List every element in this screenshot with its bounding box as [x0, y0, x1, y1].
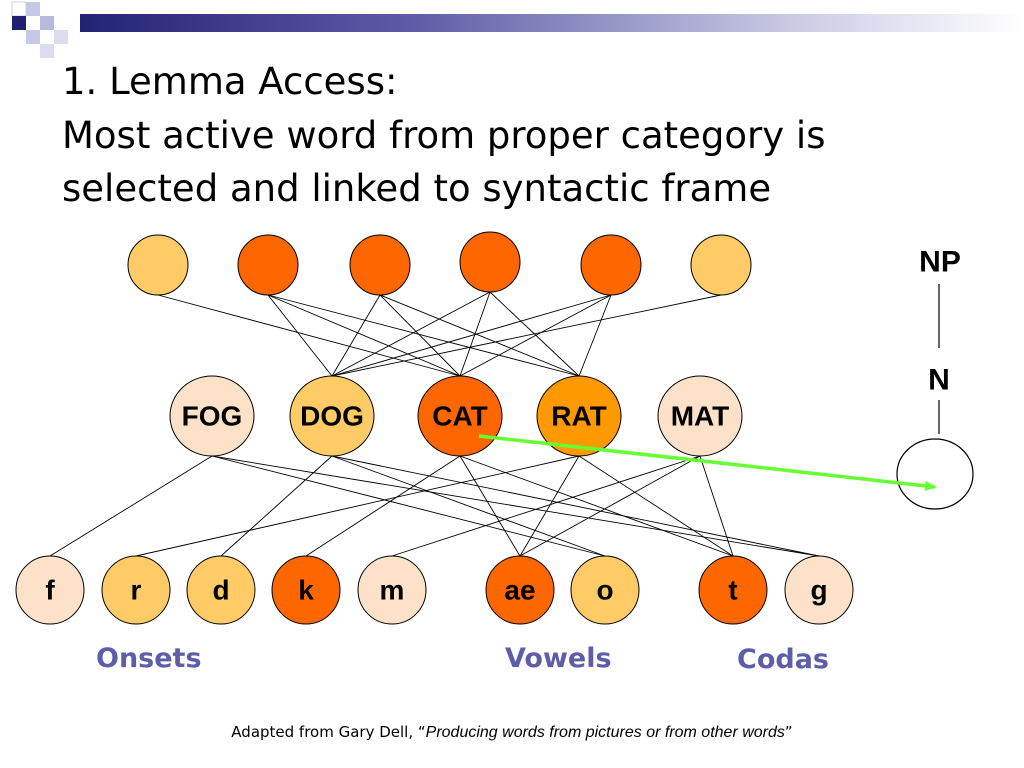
edge-layer: [49, 291, 820, 557]
phoneme-node-o: o: [570, 555, 640, 625]
phoneme-link-cat-k: [305, 455, 461, 557]
phoneme-label: r: [131, 575, 142, 606]
onsets-label: Onsets: [96, 643, 202, 674]
phoneme-label: g: [810, 575, 827, 606]
phoneme-label: f: [45, 575, 55, 606]
caption-prefix: Adapted from Gary Dell, “: [231, 723, 426, 741]
phoneme-label: t: [728, 575, 737, 606]
phoneme-link-cat-t: [459, 455, 734, 557]
word-label: FOG: [182, 401, 243, 432]
caption-source-title: Producing words from pictures or from ot…: [425, 724, 785, 741]
semantic-circle: [349, 234, 411, 296]
lexical-network-diagram: FOG DOG CAT RAT MAT f r d k m ae o t g NP N: [15, 231, 974, 625]
phoneme-node-r: r: [101, 555, 171, 625]
semantic-circle: [690, 234, 752, 296]
semantic-link-s2-dog: [267, 294, 333, 377]
phoneme-label: m: [380, 575, 405, 606]
source-caption: Adapted from Gary Dell, “Producing words…: [0, 723, 1024, 742]
slide-corner-decoration: [11, 1, 68, 58]
semantic-link-s4-dog: [331, 291, 491, 377]
phoneme-link-dog-d: [220, 455, 333, 557]
phoneme-link-mat-t: [699, 455, 734, 557]
word-circle: [657, 375, 743, 457]
phoneme-node-t: t: [698, 555, 768, 625]
semantic-link-s6-dog: [331, 294, 722, 377]
semantic-link-s1-cat: [157, 294, 461, 377]
slide-title-line-2: Most active word from proper category is: [62, 114, 826, 157]
phoneme-link-rat-r: [135, 455, 580, 557]
semantic-node-s1: [127, 234, 189, 296]
phoneme-link-fog-f: [49, 455, 213, 557]
phoneme-node-f: f: [15, 555, 85, 625]
phoneme-link-mat-ae: [519, 455, 701, 557]
phoneme-link-fog-o: [211, 455, 606, 557]
syntactic-frame: NP N: [896, 246, 974, 510]
phoneme-link-rat-ae: [519, 455, 580, 557]
word-node-rat: RAT: [536, 375, 622, 457]
phoneme-node-d: d: [186, 555, 256, 625]
phoneme-node-m: m: [357, 555, 427, 625]
semantic-link-s2-cat: [267, 294, 461, 377]
n-label: N: [928, 364, 950, 397]
slide-title-line-1: 1. Lemma Access:: [62, 60, 398, 103]
phoneme-circle: [698, 555, 768, 625]
semantic-circle: [127, 234, 189, 296]
phoneme-circle: [186, 555, 256, 625]
phoneme-circle: [485, 555, 555, 625]
word-circle: [169, 375, 255, 457]
title-gradient-bar: [80, 14, 1024, 32]
phoneme-circle: [15, 555, 85, 625]
semantic-link-s4-rat: [489, 291, 580, 377]
caption-suffix: ”: [784, 723, 793, 741]
phoneme-link-cat-ae: [459, 455, 521, 557]
selection-link-arrow: [478, 434, 937, 491]
semantic-node-s6: [690, 234, 752, 296]
word-label: MAT: [671, 401, 730, 432]
phoneme-circle: [101, 555, 171, 625]
word-node-fog: FOG: [169, 375, 255, 457]
np-label: NP: [919, 246, 961, 279]
word-node-cat: CAT: [417, 375, 503, 457]
phoneme-circle: [357, 555, 427, 625]
word-label: DOG: [300, 401, 364, 432]
semantic-link-s2-rat: [267, 294, 580, 377]
node-layer: FOG DOG CAT RAT MAT f r d k m ae o t g: [15, 231, 854, 625]
semantic-link-s5-dog: [331, 294, 612, 377]
word-circle: [536, 375, 622, 457]
word-label: CAT: [432, 401, 487, 432]
semantic-node-s5: [580, 234, 642, 296]
semantic-link-s3-dog: [331, 294, 381, 377]
phoneme-circle: [570, 555, 640, 625]
semantic-link-s3-rat: [379, 294, 580, 377]
word-node-mat: MAT: [657, 375, 743, 457]
phoneme-label: d: [212, 575, 229, 606]
word-circle: [289, 375, 375, 457]
phoneme-circle: [271, 555, 341, 625]
slide-title-line-3: selected and linked to syntactic frame: [62, 167, 772, 210]
phoneme-node-k: k: [271, 555, 341, 625]
phoneme-label: ae: [504, 575, 535, 606]
phoneme-link-rat-t: [578, 455, 734, 557]
phoneme-circle: [784, 555, 854, 625]
vowels-label: Vowels: [505, 643, 612, 674]
semantic-node-s2: [237, 234, 299, 296]
phoneme-link-dog-o: [331, 455, 606, 557]
semantic-node-s4: [459, 231, 521, 293]
phoneme-label: k: [298, 575, 314, 606]
phoneme-label: o: [596, 575, 613, 606]
semantic-circle: [580, 234, 642, 296]
semantic-circle: [237, 234, 299, 296]
phoneme-node-ae: ae: [485, 555, 555, 625]
codas-label: Codas: [737, 644, 829, 675]
word-label: RAT: [551, 401, 606, 432]
lemma-slot-circle: [896, 438, 974, 510]
semantic-link-s3-cat: [379, 294, 461, 377]
semantic-node-s3: [349, 234, 411, 296]
semantic-link-s5-rat: [578, 294, 612, 377]
phoneme-link-dog-g: [331, 455, 820, 557]
semantic-circle: [459, 231, 521, 293]
phoneme-link-mat-m: [391, 455, 701, 557]
word-node-dog: DOG: [289, 375, 375, 457]
phoneme-node-g: g: [784, 555, 854, 625]
